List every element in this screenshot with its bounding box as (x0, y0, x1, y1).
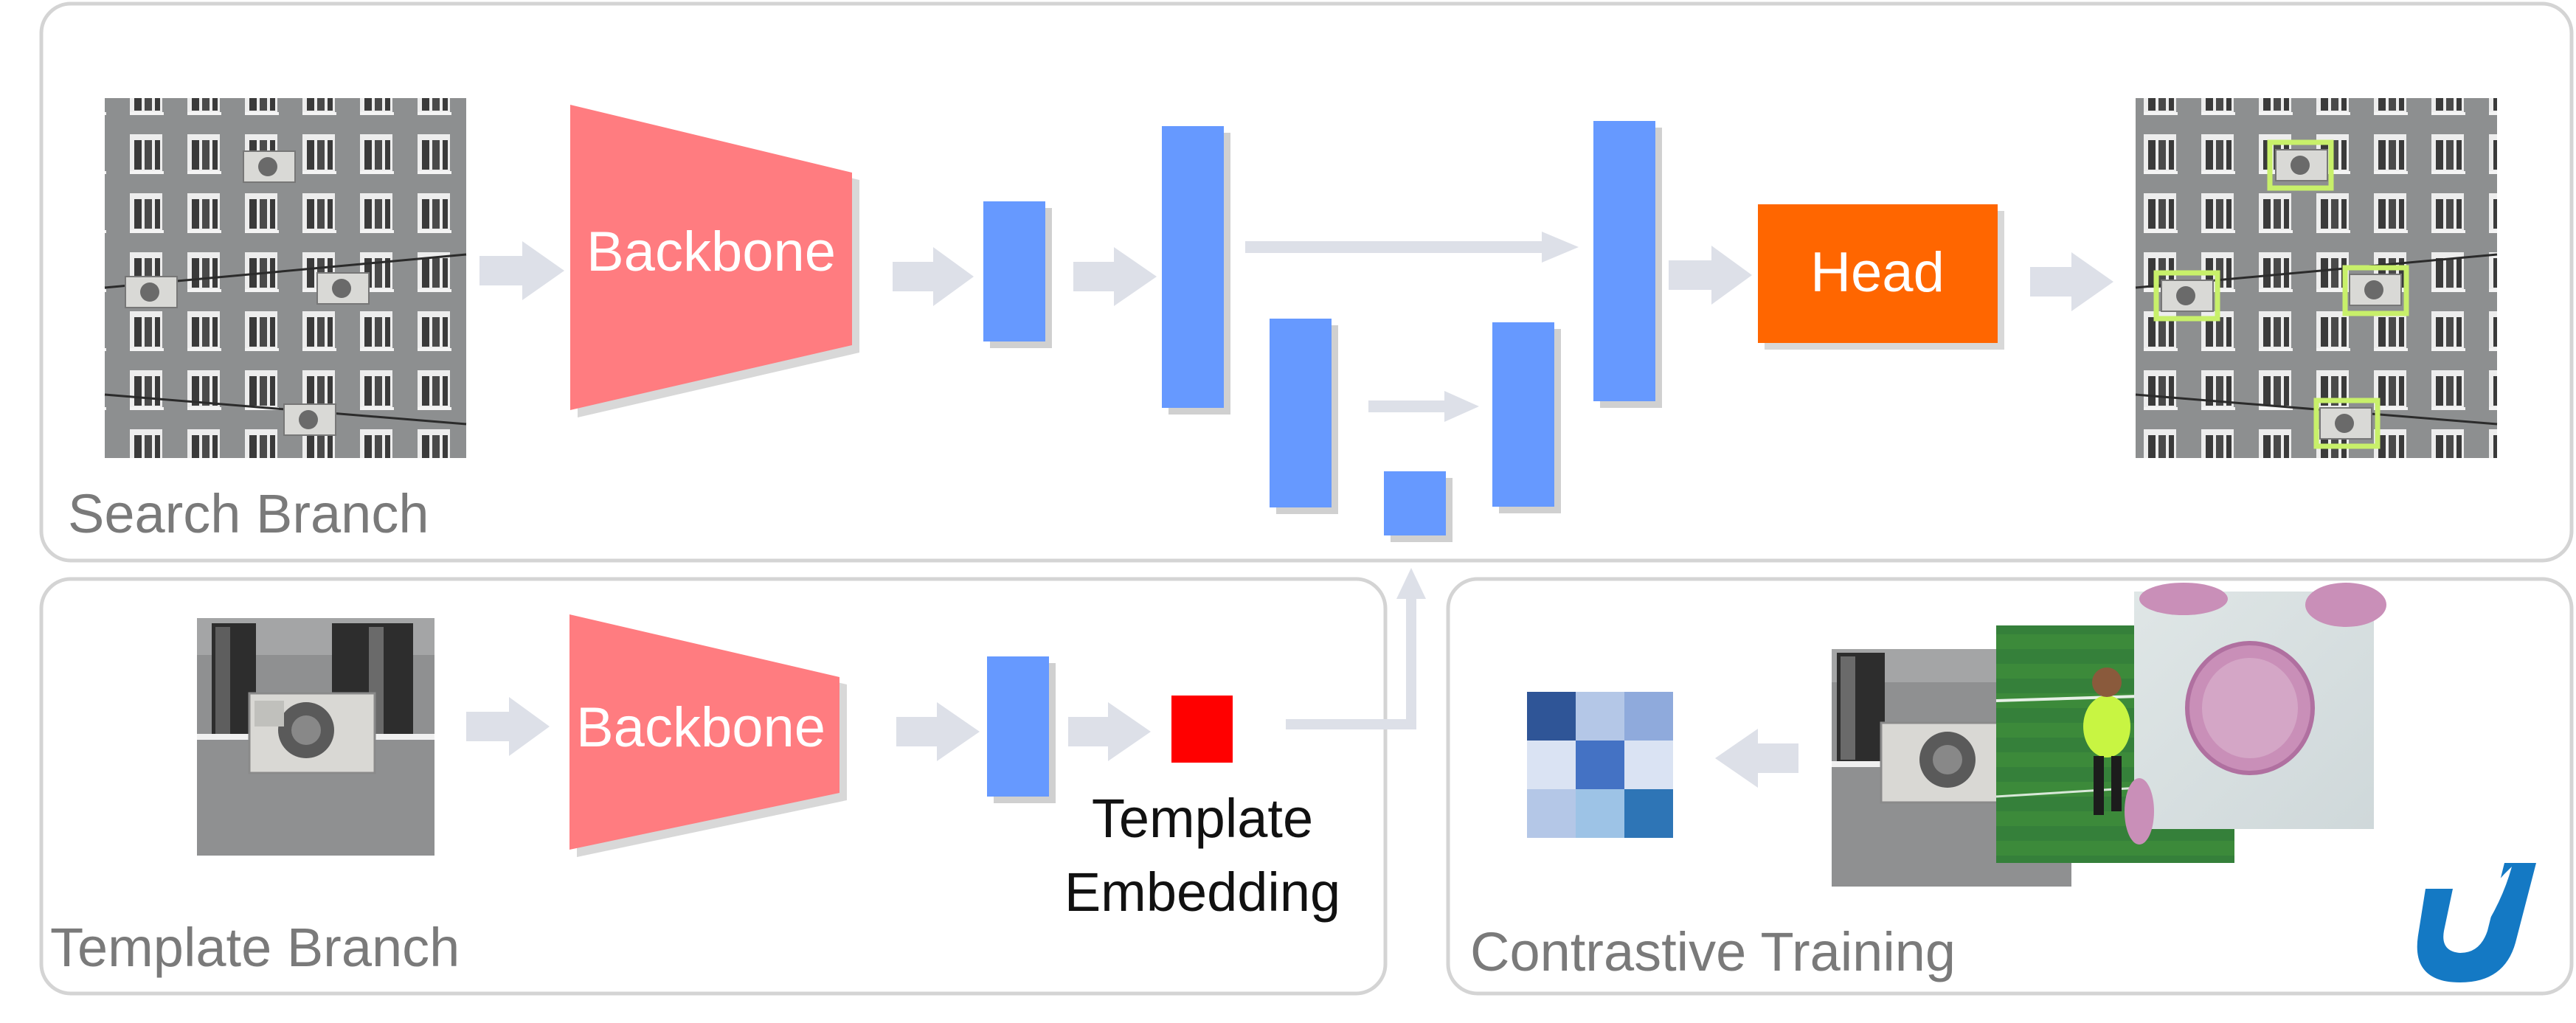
feature-block-4 (1384, 471, 1446, 535)
search-output-image (2135, 98, 2498, 458)
arrow-feature6-to-head (1669, 246, 1752, 305)
detection-box-4 (2313, 398, 2381, 449)
matrix-cell-2-1 (1527, 741, 1576, 789)
template-backbone-block (569, 614, 839, 850)
matrix-cell-3-3 (1624, 789, 1673, 838)
matrix-cell-3-1 (1527, 789, 1576, 838)
template-branch-label: Template Branch (50, 917, 460, 978)
arrow-template-feature-to-embedding (1068, 702, 1151, 761)
feature-block-5 (1492, 322, 1554, 507)
matrix-cell-3-2 (1576, 789, 1624, 838)
contrastive-sample-cell (2125, 583, 2386, 845)
feature-block-1 (983, 201, 1045, 341)
matrix-cell-2-2 (1576, 741, 1624, 789)
template-embedding-label-line1: Template (1092, 788, 1313, 849)
detection-box-1 (2267, 139, 2334, 191)
matrix-cell-1-1 (1527, 692, 1576, 741)
u-feather-logo-icon (2417, 863, 2536, 982)
matrix-cell-2-3 (1624, 741, 1673, 789)
skip-arrow-long (1245, 232, 1579, 263)
contrastive-training-label: Contrastive Training (1470, 921, 1956, 982)
search-input-image (104, 98, 467, 458)
arrow-head-to-output (2030, 252, 2113, 311)
contrastive-sample-aircon (1832, 649, 2071, 887)
feature-block-6 (1593, 121, 1655, 401)
arrow-feature1-to-feature2 (1073, 247, 1157, 306)
contrastive-training-panel (1446, 577, 2574, 996)
template-feature-block (987, 656, 1049, 797)
template-embedding-block (1171, 696, 1233, 763)
search-branch-panel (39, 1, 2574, 563)
search-branch-label: Search Branch (68, 483, 429, 544)
matrix-cell-1-2 (1576, 692, 1624, 741)
arrow-search-input-to-backbone (479, 241, 564, 300)
detection-box-2 (2153, 270, 2220, 322)
arrow-embedding-to-bottleneck (1286, 596, 1416, 729)
template-branch-panel (39, 577, 1388, 996)
skip-arrow-short (1368, 391, 1479, 422)
arrow-template-backbone-to-feature (896, 702, 980, 761)
search-backbone-label: Backbone (586, 221, 836, 283)
search-backbone-block (570, 105, 852, 410)
detection-box-3 (2342, 265, 2409, 316)
arrow-samples-to-matrix (1715, 729, 1798, 788)
similarity-matrix (1527, 692, 1673, 838)
arrow-template-input-to-backbone (466, 697, 550, 756)
arrow-backbone-to-feature1 (893, 247, 974, 306)
feature-block-3 (1270, 319, 1332, 507)
search-feature-blocks (983, 121, 1662, 542)
template-embedding-label-line2: Embedding (1064, 861, 1340, 923)
head-block (1758, 204, 1998, 343)
matrix-cell-1-3 (1624, 692, 1673, 741)
head-label: Head (1810, 241, 1945, 304)
template-backbone-label: Backbone (576, 696, 825, 759)
feature-block-2 (1162, 126, 1224, 408)
template-input-image (197, 618, 434, 856)
